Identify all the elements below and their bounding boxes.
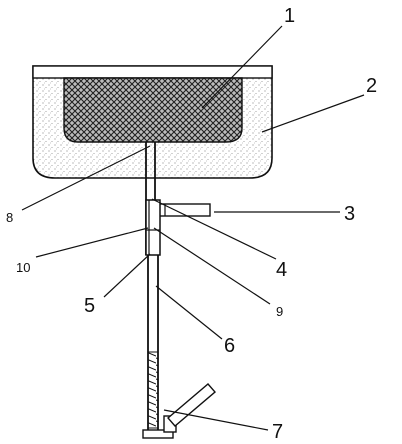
foot-pedal [142, 383, 216, 439]
spring-coil [147, 351, 159, 429]
callout-3: 3 [344, 203, 355, 225]
callout-9: 9 [276, 304, 283, 319]
mesh-filter-block [63, 77, 243, 143]
callout-1: 1 [284, 5, 295, 27]
basin-rim [32, 65, 273, 79]
leader-lines [21, 25, 365, 431]
callout-6: 6 [224, 335, 235, 357]
callout-10: 10 [16, 260, 30, 275]
callout-4: 4 [276, 259, 287, 281]
sleeve-joint [145, 199, 161, 256]
callout-2: 2 [366, 75, 377, 97]
callout-7: 7 [272, 421, 283, 443]
callout-5: 5 [84, 295, 95, 317]
callout-8: 8 [6, 210, 13, 225]
